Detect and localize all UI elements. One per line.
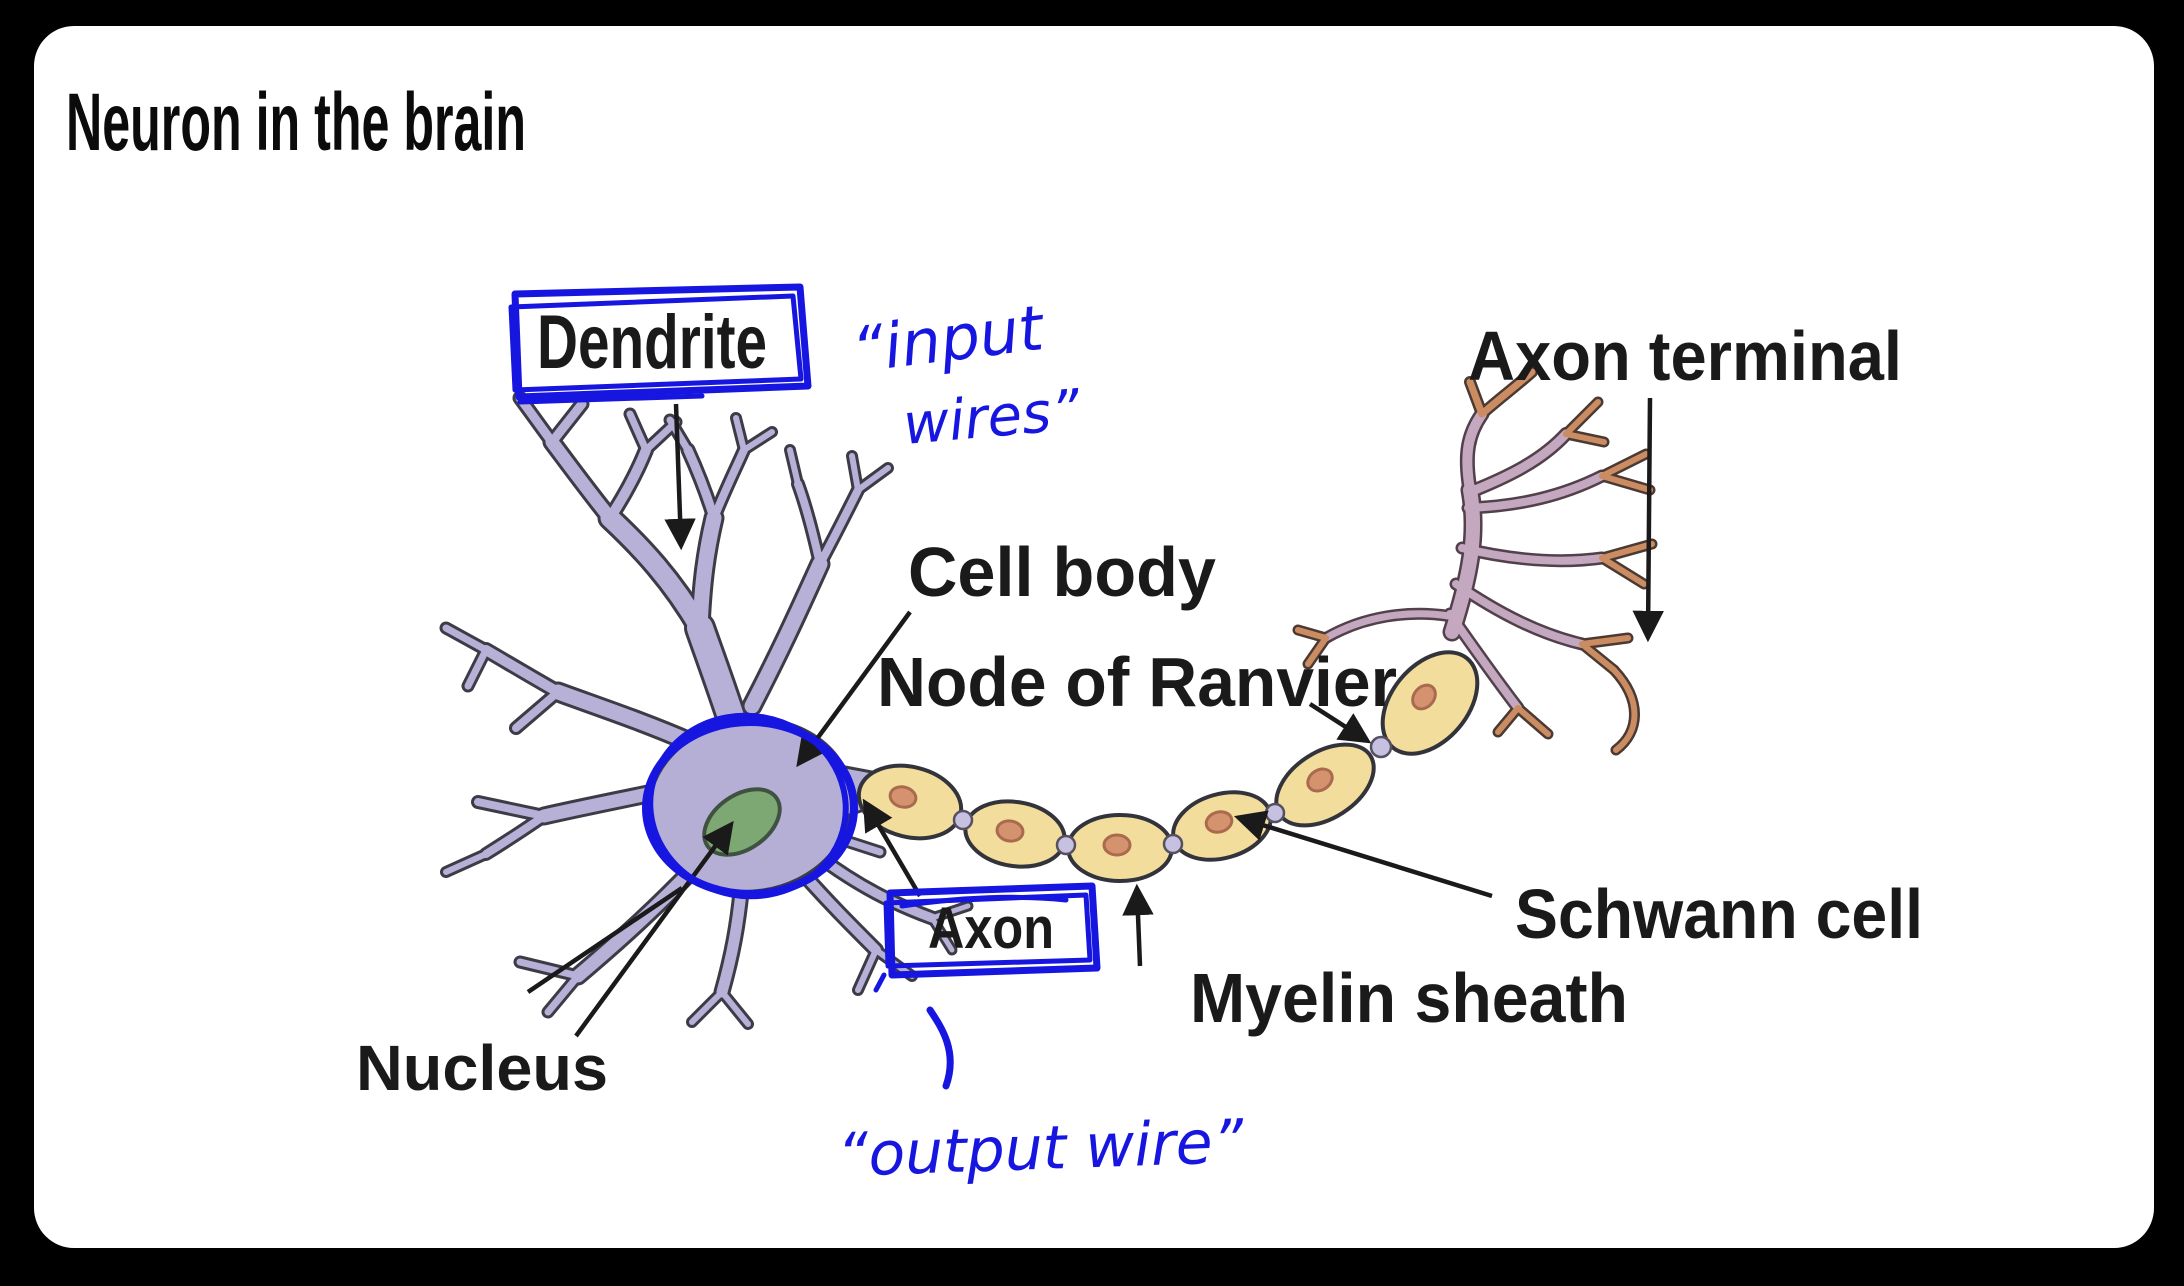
- slide-background: [34, 26, 2154, 1248]
- myelin-sheath-arrow: [1122, 883, 1154, 967]
- dendrite-ink-box: [508, 283, 812, 405]
- axon-arrow: [862, 798, 922, 898]
- nucleus-arrow-second-stroke: [526, 886, 684, 994]
- schwann-cell-arrow: [1233, 810, 1493, 899]
- output-wire-handwriting: “output wire”: [836, 1107, 1246, 1191]
- input-wires-handwriting-line2: wires”: [901, 378, 1084, 458]
- node-of-ranvier-label: Node of Ranvier: [877, 643, 1397, 721]
- nucleus-label: Nucleus: [356, 1032, 608, 1104]
- nucleus-arrow: [574, 820, 734, 1038]
- label-arrows: [526, 397, 1664, 1038]
- cell-body-ink-circle: [642, 712, 858, 900]
- dendrite-arrow: [664, 403, 696, 551]
- input-wires-handwriting-line1: “input: [848, 291, 1050, 387]
- dendrite-label: Dendrite: [537, 300, 767, 385]
- page-title: Neuron in the brain: [66, 77, 526, 168]
- node-of-ranvier-gaps: [952, 735, 1393, 856]
- axon-terminal-branches: [1322, 409, 1606, 712]
- schwann-cell-label: Schwann cell: [1515, 875, 1923, 953]
- axon-ink-box: [873, 882, 1101, 993]
- myelin-sheath-label: Myelin sheath: [1190, 959, 1628, 1037]
- axon-label: Axon: [928, 896, 1054, 961]
- handwritten-ink: “input wires” “output wire”: [508, 283, 1246, 1191]
- axon-terminal-label: Axon terminal: [1468, 317, 1902, 395]
- schwann-cell-nuclei-dots: [888, 683, 1437, 857]
- axon-terminal-arrow: [1632, 397, 1664, 643]
- axon-terminal-tips: [1295, 368, 1655, 753]
- cell-body-arrow: [796, 610, 912, 768]
- node-of-ranvier-arrow: [1308, 702, 1372, 744]
- cell-body-label: Cell body: [908, 533, 1216, 611]
- output-wire-ink-slash: [926, 1006, 954, 1090]
